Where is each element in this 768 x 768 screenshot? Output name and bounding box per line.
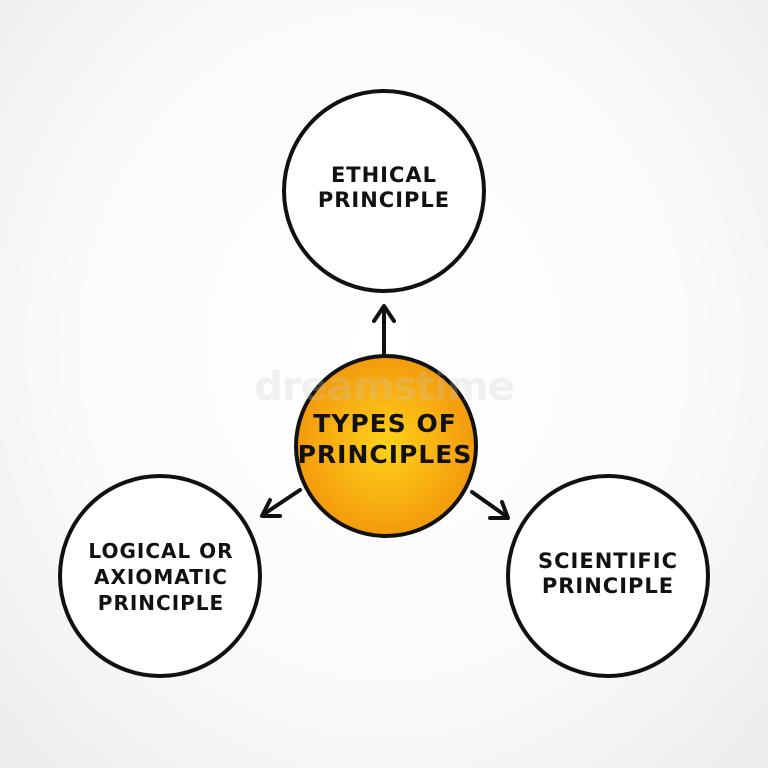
center-label-line-2: PRINCIPLES: [297, 440, 473, 470]
node-circle-right: [506, 474, 710, 678]
left-label-line-2: AXIOMATIC: [94, 565, 228, 589]
node-circle-top: [282, 89, 486, 293]
top-label-line-1: ETHICAL: [330, 163, 438, 187]
left-label-line-1: LOGICAL OR: [88, 539, 234, 563]
arrow-to-left: [260, 488, 302, 518]
top-label-line-2: PRINCIPLE: [317, 188, 451, 213]
center-label-line-1: TYPES OF: [313, 409, 457, 438]
arrow-to-top: [372, 304, 396, 356]
left-node-label: LOGICAL OR AXIOMATIC PRINCIPLE: [62, 538, 260, 616]
right-label-line-1: SCIENTIFIC: [538, 549, 678, 573]
left-label-line-3: PRINCIPLE: [97, 591, 225, 615]
center-node-label: TYPES OF PRINCIPLES: [292, 408, 478, 471]
node-circle-center: [294, 354, 478, 538]
right-node-label: SCIENTIFIC PRINCIPLE: [508, 549, 708, 599]
top-node-label: ETHICAL PRINCIPLE: [284, 163, 484, 213]
arrow-to-right: [470, 490, 510, 520]
right-label-line-2: PRINCIPLE: [541, 574, 675, 599]
node-circle-left: [58, 474, 262, 678]
